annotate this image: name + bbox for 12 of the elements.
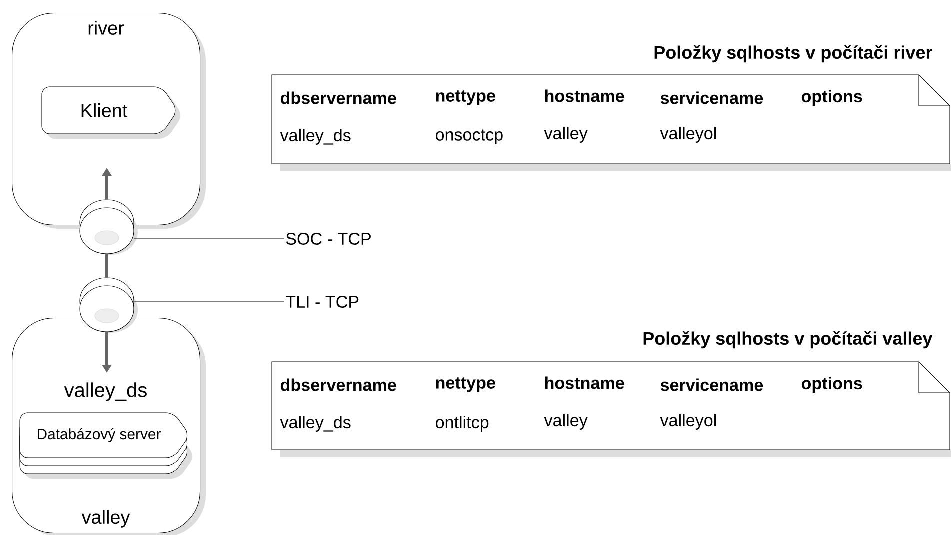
interface-label: SOC - TCP: [286, 232, 371, 246]
note-title: Položky sqlhosts v počítači river: [654, 45, 932, 63]
connector-drawing: [80, 278, 138, 333]
process-box: Klient: [42, 86, 180, 139]
interface-label: TLI - TCP: [286, 296, 359, 308]
note-title: Položky sqlhosts v počítači valley: [644, 331, 933, 349]
server-stack: Databázový server: [20, 412, 192, 479]
node-label: valley_ds: [64, 382, 147, 402]
leader-line: [134, 238, 284, 240]
connector-drawing: [80, 200, 138, 255]
connection-line: [106, 254, 108, 278]
node-label: valley: [82, 510, 130, 528]
